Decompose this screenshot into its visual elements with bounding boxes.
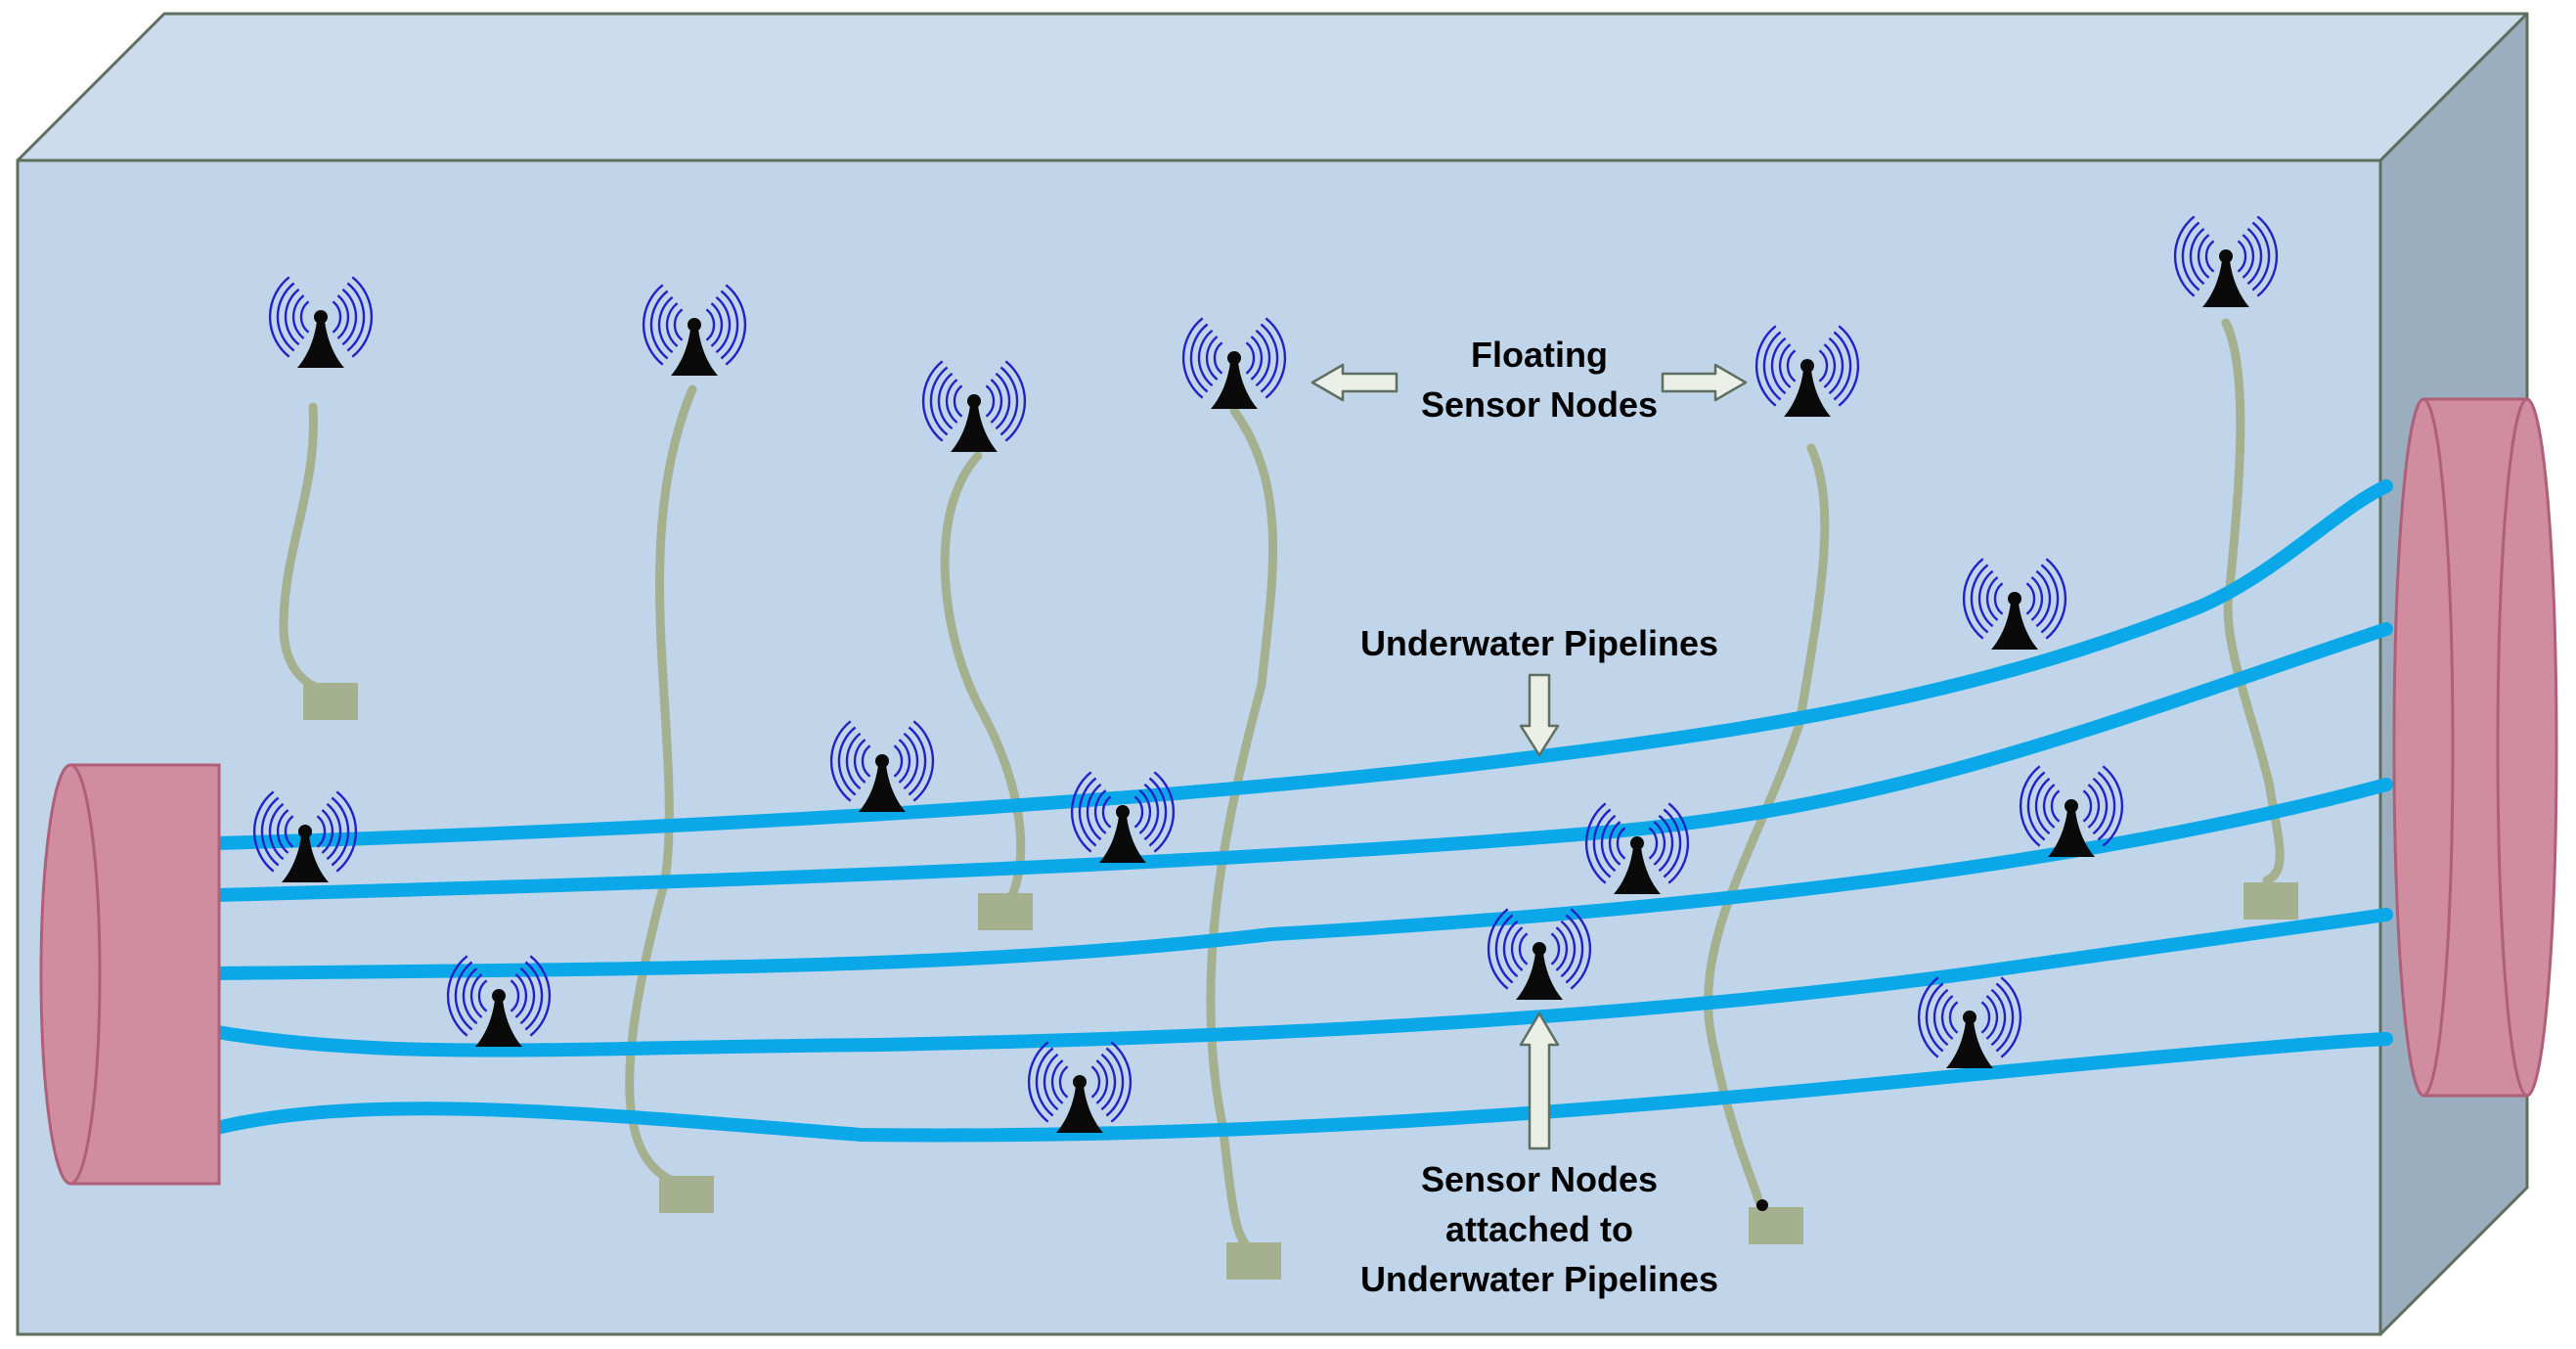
attached-label-line-1: Sensor Nodes (1421, 1159, 1658, 1199)
anchor-weight-icon (1749, 1207, 1803, 1244)
pipeline-end-caps (39, 397, 2558, 1186)
floating-sensor-icon (1754, 325, 1860, 417)
pipeline-sensor-icon (829, 720, 935, 812)
pipeline-sensor-icon (446, 955, 552, 1047)
arrow-down-icon (1519, 673, 1560, 757)
pipeline-sensor-icon (1487, 908, 1592, 1000)
pipeline-sensor-icon (252, 790, 358, 882)
pipelines-label: Underwater Pipelines (1360, 623, 1718, 663)
tether-3 (940, 451, 1026, 900)
tether-6 (2221, 318, 2285, 885)
pipeline-4 (210, 908, 2393, 1057)
tether-1 (279, 402, 335, 696)
anchor-weight-icon (303, 683, 358, 720)
pipeline-sensor-icon (2019, 765, 2124, 857)
attached-label-line-3: Underwater Pipelines (1360, 1259, 1718, 1299)
tether-4 (1206, 406, 1278, 1253)
pipeline-5 (210, 1032, 2393, 1143)
floating-label-line-2: Sensor Nodes (1421, 384, 1658, 425)
callout-arrows (1310, 363, 1748, 1150)
water-top-face (16, 12, 2529, 162)
pipeline-sensor-icon (1917, 976, 2022, 1068)
pipeline-1 (210, 479, 2393, 850)
anchor-weight-icon (1226, 1242, 1281, 1280)
floating-sensor-icon (2173, 215, 2279, 307)
left-pipe-end-cap (39, 763, 221, 1186)
anchor-weight-icon (2243, 882, 2298, 920)
floating-label-line-1: Floating (1471, 335, 1608, 375)
floating-sensor-icon (1181, 317, 1287, 409)
diagram-labels: Floating Sensor Nodes Underwater Pipelin… (1360, 335, 1718, 1299)
floating-sensor-icon (642, 284, 747, 376)
arrow-right-icon (1661, 363, 1748, 402)
floating-sensor-icon (268, 276, 374, 368)
pipeline-sensor-icon (1027, 1041, 1133, 1133)
tether-5 (1704, 443, 1830, 1210)
floating-sensor-icon (921, 360, 1027, 452)
underwater-pipelines (210, 479, 2393, 1143)
pipeline-sensor-icon (1070, 771, 1176, 863)
arrow-left-icon (1310, 363, 1399, 402)
arrow-up-icon (1519, 1012, 1560, 1150)
pipeline-sensor-icon (1962, 558, 2067, 650)
anchor-weight-icon (659, 1176, 714, 1213)
right-pipe-end-cap (2392, 397, 2558, 1098)
pipeline-2 (210, 622, 2393, 902)
water-volume-box (16, 12, 2529, 1336)
pipeline-sensor-nodes (252, 558, 2124, 1133)
anchor-weights (303, 683, 2298, 1280)
anchor-weight-icon (978, 893, 1033, 930)
floating-sensor-nodes (268, 215, 2279, 452)
attached-label-line-2: attached to (1445, 1209, 1633, 1249)
pipeline-sensor-icon (1584, 802, 1690, 894)
anchor-hook-icon (1756, 1199, 1768, 1211)
